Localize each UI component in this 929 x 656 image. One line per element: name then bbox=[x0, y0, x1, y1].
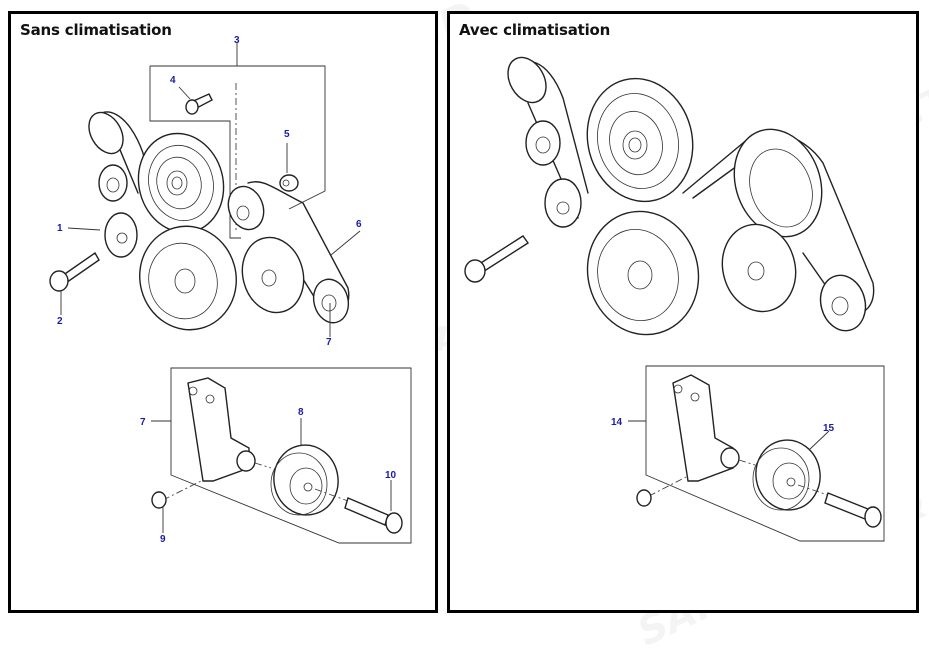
mounting-bracket-icon bbox=[187, 377, 250, 482]
callout-10: 10 bbox=[385, 470, 397, 481]
bolt-icon bbox=[185, 93, 213, 115]
panel-title: Avec climatisation bbox=[459, 21, 611, 39]
sub-assembly-box bbox=[645, 365, 885, 542]
callout-4: 4 bbox=[170, 75, 176, 86]
panel-with-ac: Avec climatisation bbox=[447, 11, 919, 613]
pulley-icon bbox=[586, 77, 694, 203]
idler-pulley-icon bbox=[312, 278, 350, 324]
pulley-icon bbox=[227, 185, 265, 231]
spacer-icon bbox=[636, 489, 652, 507]
pulley-icon bbox=[507, 56, 547, 104]
crankshaft-pulley-icon bbox=[139, 225, 237, 331]
pulley-icon bbox=[721, 223, 797, 313]
spacer-icon bbox=[151, 491, 167, 509]
ac-compressor-pulley-icon bbox=[733, 128, 823, 238]
panel-title: Sans climatisation bbox=[20, 21, 172, 39]
callout-5: 5 bbox=[284, 129, 290, 140]
pulley-icon bbox=[241, 236, 305, 314]
idler-pulley-icon bbox=[819, 274, 867, 332]
belt-diagram-with-ac: 14 15 bbox=[464, 56, 885, 542]
callout-7: 7 bbox=[326, 337, 332, 348]
tensioner-icon bbox=[104, 212, 138, 258]
callout-14: 14 bbox=[611, 417, 623, 428]
callout-3: 3 bbox=[234, 35, 240, 46]
idler-pulley-icon bbox=[755, 439, 821, 511]
pulley-icon bbox=[98, 164, 128, 202]
pulley-icon bbox=[88, 111, 124, 155]
callout-7-bracket: 7 bbox=[140, 417, 146, 428]
callout-8: 8 bbox=[298, 407, 304, 418]
bolt-icon bbox=[49, 251, 100, 292]
pulley-icon bbox=[525, 120, 561, 166]
belt-diagram-without-ac: 3 4 5 1 6 2 7 7 8 10 9 bbox=[49, 35, 412, 545]
callout-9: 9 bbox=[160, 534, 166, 545]
panel-without-ac: Sans climatisation bbox=[8, 11, 438, 613]
assembly-bracket-line bbox=[149, 66, 241, 239]
callout-6: 6 bbox=[356, 219, 362, 230]
callout-2: 2 bbox=[57, 316, 63, 327]
bolt-icon bbox=[824, 492, 882, 528]
sub-assembly-box bbox=[170, 367, 412, 544]
bolt-icon bbox=[344, 497, 403, 534]
crankshaft-pulley-icon bbox=[586, 210, 700, 336]
callout-15: 15 bbox=[823, 423, 835, 434]
tensioner-icon bbox=[544, 178, 582, 228]
bolt-icon bbox=[464, 235, 529, 283]
assembly-bracket-line bbox=[150, 65, 326, 210]
pulley-icon bbox=[137, 132, 225, 234]
callout-1: 1 bbox=[57, 223, 63, 234]
idler-pulley-icon bbox=[273, 444, 339, 516]
